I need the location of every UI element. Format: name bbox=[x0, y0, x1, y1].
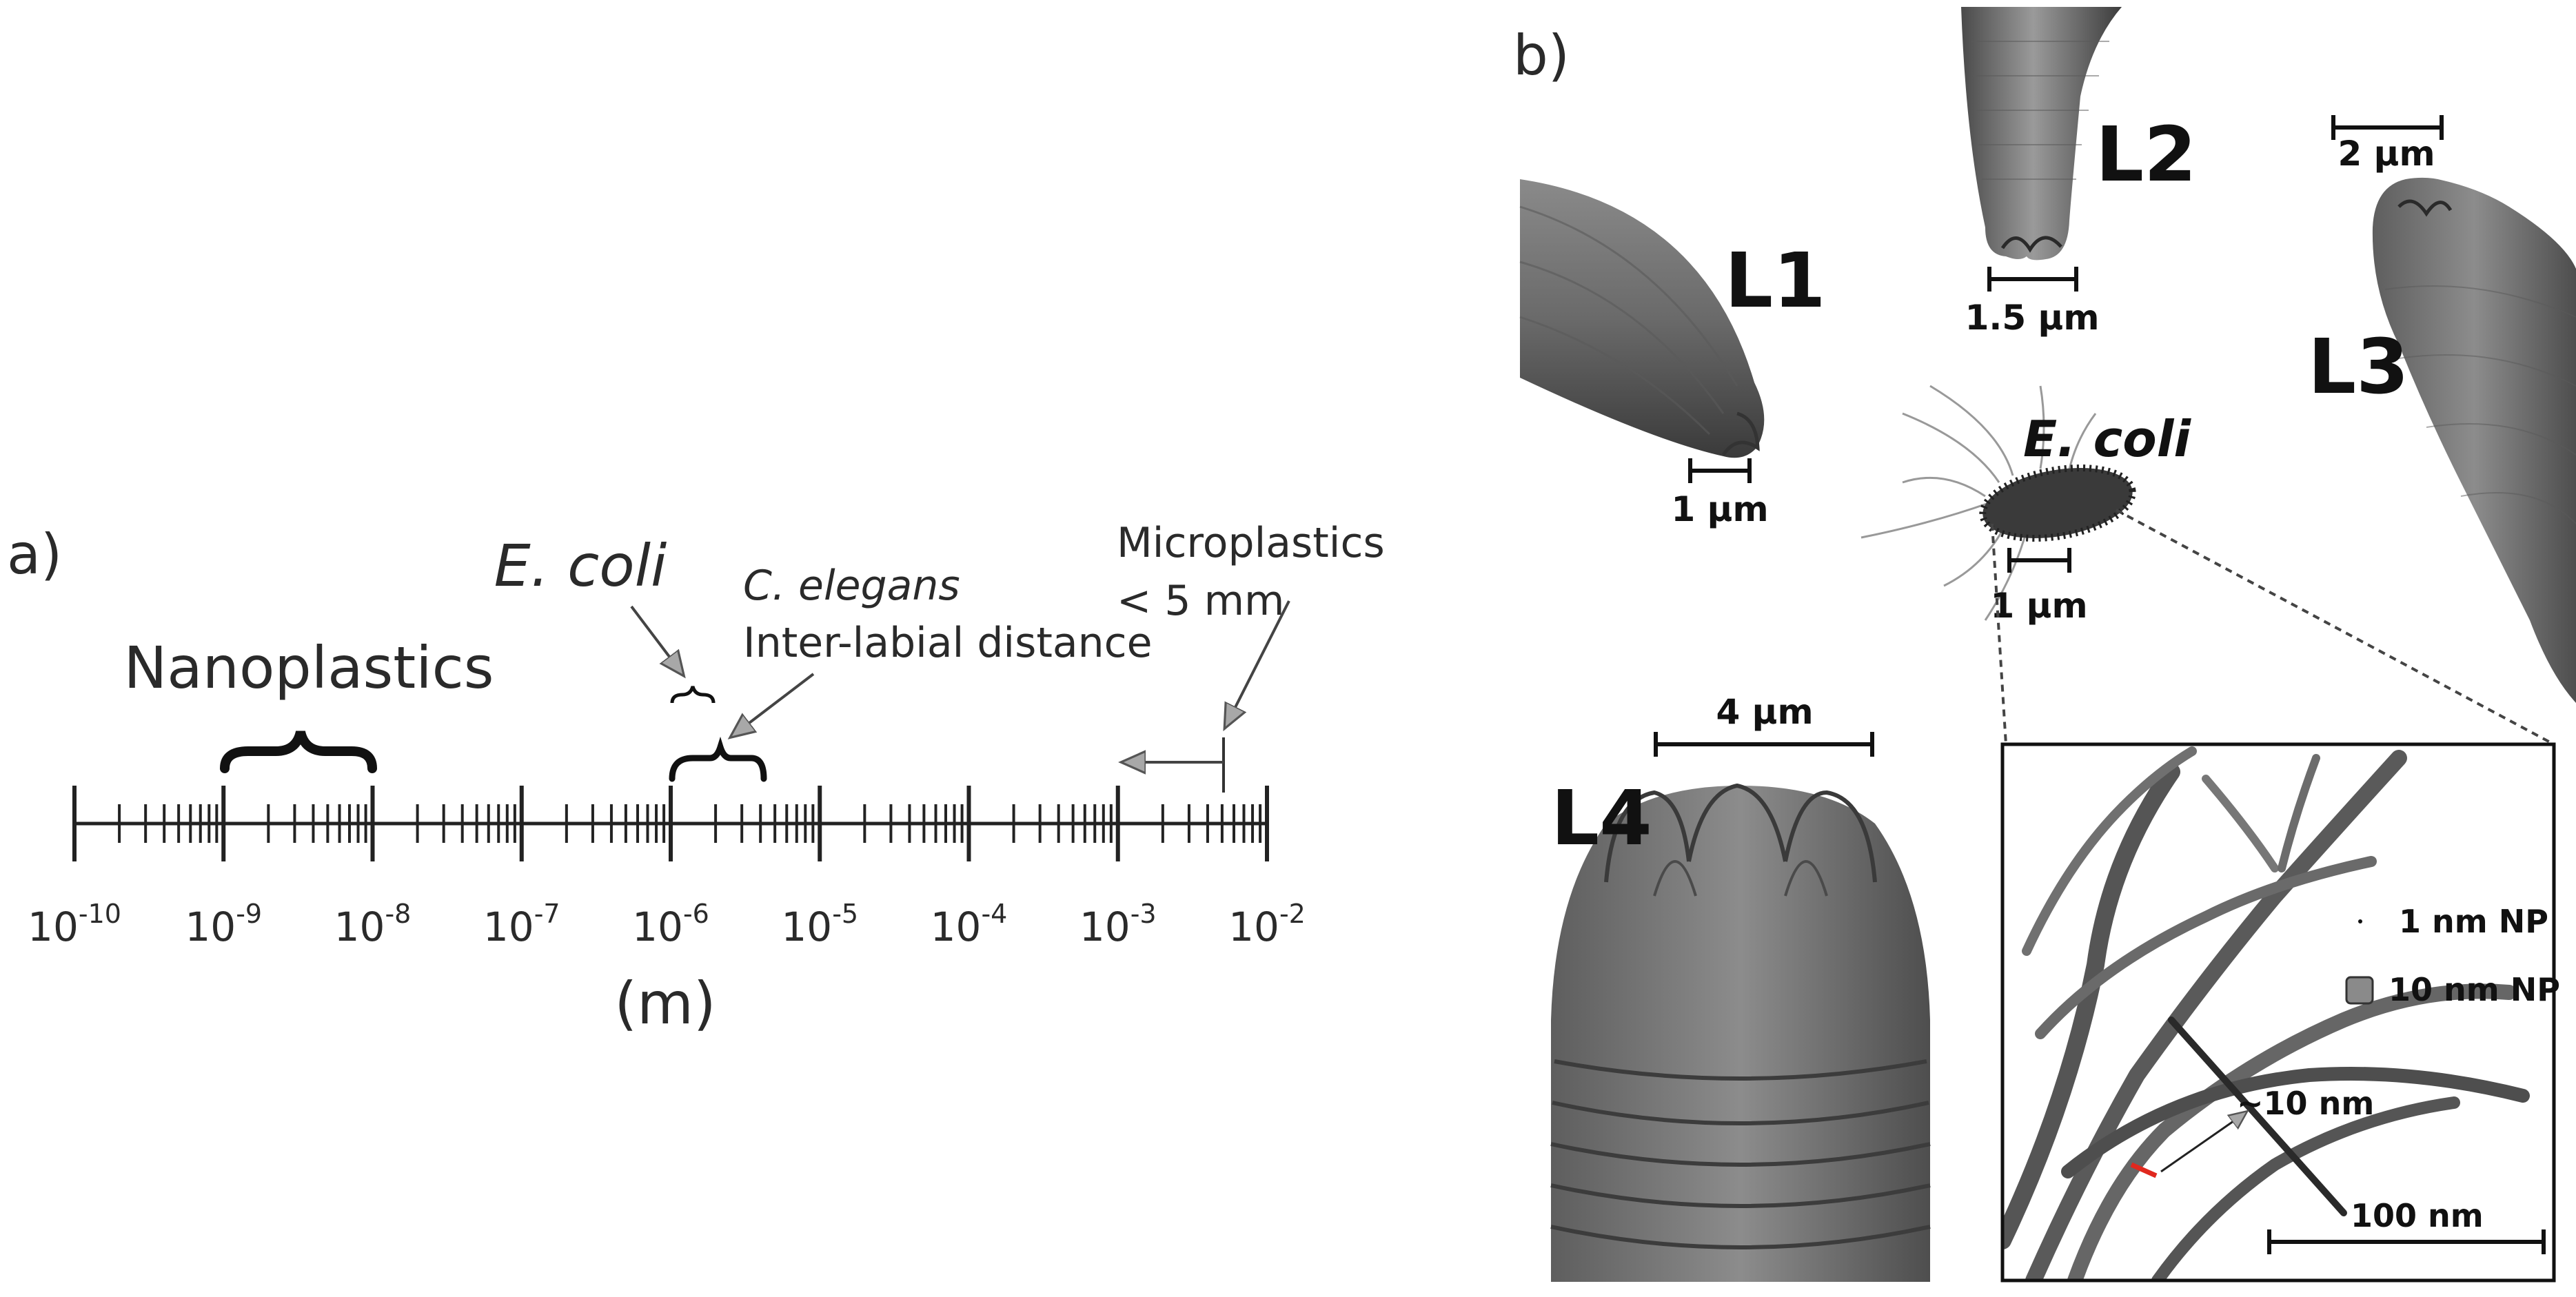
celegans-arrow bbox=[732, 673, 815, 736]
l3-label: L3 bbox=[2308, 323, 2409, 411]
tick-label: 10-7 bbox=[483, 899, 560, 950]
np-1nm-swatch bbox=[2358, 919, 2362, 923]
np-10nm-legend: 10 nm NP bbox=[2389, 971, 2560, 1008]
l3-scale-bar bbox=[2331, 115, 2444, 140]
axis-tick-labels: 10-10 10-9 10-8 10-7 10-6 10-5 10-4 10-3 10-2 bbox=[28, 899, 1306, 950]
l4-label: L4 bbox=[1551, 774, 1652, 862]
l4-scale-bar bbox=[1654, 732, 1874, 757]
np-1nm-legend: 1 nm NP bbox=[2399, 903, 2548, 940]
l3-scale-label: 2 µm bbox=[2337, 134, 2435, 174]
ecoli-brace bbox=[670, 686, 716, 704]
zoom-line-left bbox=[1991, 523, 2007, 745]
ecoli-image-label: E. coli bbox=[2023, 410, 2191, 468]
inset-border bbox=[2000, 742, 2556, 1283]
np-10nm-swatch bbox=[2345, 976, 2374, 1005]
l1-larva-head bbox=[1519, 179, 1765, 458]
nanoplastics-label: Nanoplastics bbox=[123, 634, 494, 702]
callout-arrow bbox=[2240, 1112, 2246, 1116]
panel-b-label: b) bbox=[1513, 23, 1570, 88]
tick-label: 10-6 bbox=[632, 899, 709, 950]
l3-larva-head bbox=[2372, 177, 2576, 704]
nanoplastics-brace bbox=[220, 731, 377, 773]
log-scale-axis: 10-10 10-9 10-8 10-7 10-6 10-5 10-4 10-3 10-2 bbox=[28, 786, 1306, 950]
l4-scale-label: 4 µm bbox=[1716, 692, 1813, 732]
tick-label: 10-2 bbox=[1228, 899, 1306, 950]
celegans-label: C. elegans bbox=[743, 562, 960, 610]
celegans-brace bbox=[669, 736, 767, 782]
panel-a: a) 10-10 10-9 10-8 10-7 10-6 10-5 10-4 10-3 10-2… bbox=[7, 519, 1385, 1037]
microplastics-size: < 5 mm bbox=[1117, 577, 1285, 625]
l2-scale-label: 1.5 µm bbox=[1965, 298, 2100, 338]
panel-b: b) L1 1 µm L2 1.5 µm bbox=[1513, 7, 2576, 1283]
l1-label: L1 bbox=[1725, 236, 1826, 325]
tick-label: 10-9 bbox=[185, 899, 262, 950]
ecoli-scale-label: 1 µm bbox=[1990, 586, 2087, 626]
zoom-line-right bbox=[2116, 509, 2555, 746]
tick-label: 10-4 bbox=[931, 899, 1008, 950]
inset-pili-render bbox=[2002, 746, 2530, 1280]
microplastics-label: Microplastics bbox=[1117, 519, 1385, 567]
panel-a-label: a) bbox=[7, 522, 62, 586]
microplastics-arrow bbox=[1226, 600, 1290, 726]
tick-label: 10-3 bbox=[1079, 899, 1157, 950]
l2-larva-head bbox=[1961, 7, 2122, 261]
axis-ticks bbox=[72, 786, 1269, 861]
l2-scale-bar bbox=[1987, 267, 2078, 292]
ecoli-label: E. coli bbox=[494, 532, 667, 600]
ecoli-scale-bar bbox=[2007, 548, 2071, 573]
l2-label: L2 bbox=[2096, 110, 2197, 198]
unit-label: (m) bbox=[614, 970, 716, 1037]
inset-scale-label: 100 nm bbox=[2351, 1197, 2484, 1234]
ecoli-arrow bbox=[630, 605, 682, 674]
inter-labial-label: Inter-labial distance bbox=[743, 619, 1153, 667]
tick-label: 10-5 bbox=[781, 899, 858, 950]
tick-label: 10-10 bbox=[28, 899, 121, 950]
l1-scale-bar bbox=[1688, 458, 1752, 483]
inset-scale-bar bbox=[2267, 1229, 2546, 1254]
pili-inset: 1 nm NP 10 nm NP ~10 nm 100 nm bbox=[2000, 742, 2560, 1283]
ecoli-bacterium bbox=[1860, 385, 2136, 621]
l1-scale-label: 1 µm bbox=[1671, 489, 1768, 529]
callout-label: ~10 nm bbox=[2237, 1085, 2374, 1122]
tick-label: 10-8 bbox=[334, 899, 412, 950]
l4-larva-head bbox=[1550, 783, 1931, 1282]
